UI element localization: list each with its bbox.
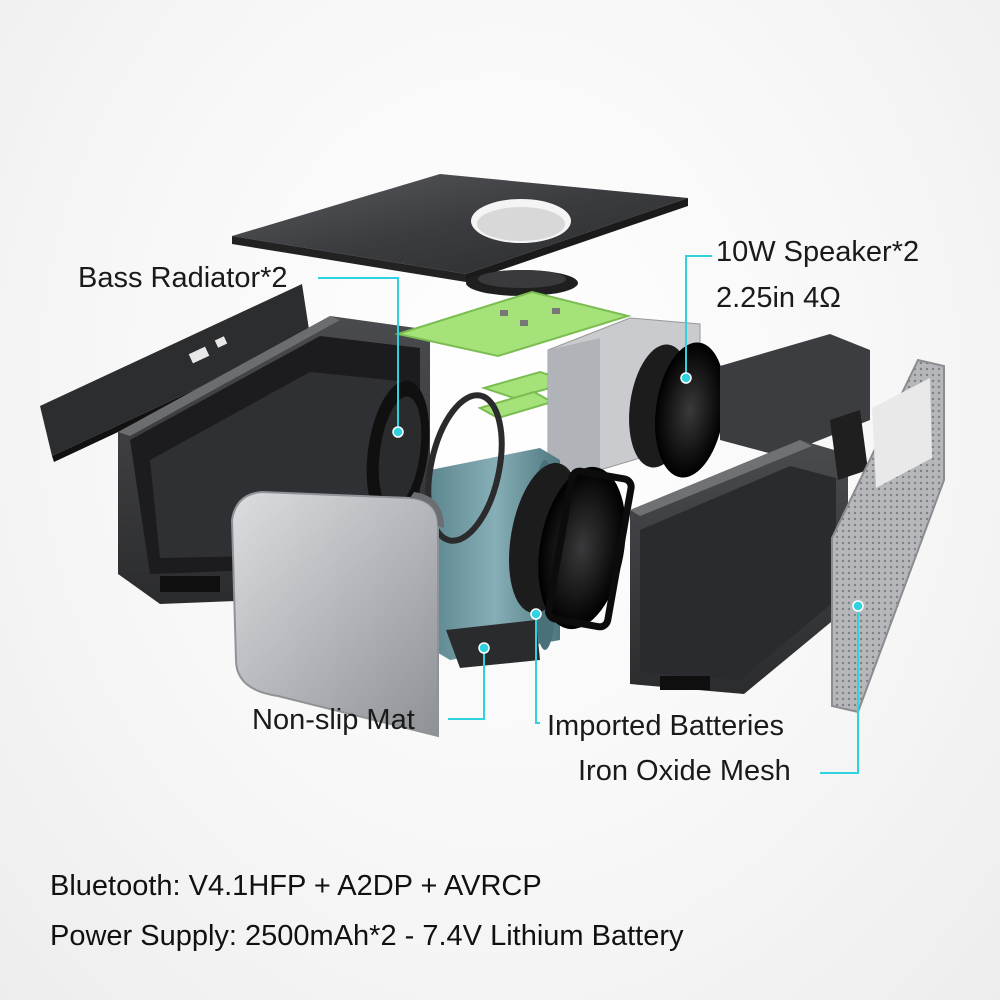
callout-line-batteries	[535, 614, 540, 724]
radiator-disc	[466, 270, 578, 296]
bass-radiator	[366, 380, 430, 524]
callout-dots	[392, 372, 864, 654]
callout-dot-icon	[852, 600, 864, 612]
callout-line-bass	[318, 277, 399, 432]
callout-line-speaker	[685, 255, 712, 378]
callout-dot-icon	[392, 426, 404, 438]
callout-lines	[318, 255, 859, 774]
label-speaker-spec: 2.25in 4Ω	[716, 282, 841, 314]
iron-oxide-mesh	[831, 358, 945, 714]
top-panel	[232, 174, 688, 282]
aluminum-end-plate	[230, 490, 444, 738]
front-driver	[509, 462, 635, 631]
right-housing	[630, 334, 870, 694]
spec-power-supply: Power Supply: 2500mAh*2 - 7.4V Lithium B…	[50, 920, 684, 952]
callout-dot-icon	[478, 642, 490, 654]
callout-line-mat	[448, 648, 485, 720]
callout-line-mesh	[820, 606, 859, 774]
label-speaker: 10W Speaker*2	[716, 236, 920, 268]
label-mesh: Iron Oxide Mesh	[578, 755, 791, 787]
end-cap	[830, 410, 868, 480]
rear-driver	[629, 342, 725, 478]
label-bass-radiator: Bass Radiator*2	[78, 262, 288, 294]
label-batteries: Imported Batteries	[547, 710, 784, 742]
label-non-slip-mat: Non-slip Mat	[252, 704, 415, 736]
callout-dot-icon	[530, 608, 542, 620]
spec-bluetooth: Bluetooth: V4.1HFP + A2DP + AVRCP	[50, 870, 542, 902]
callout-dot-icon	[680, 372, 692, 384]
speaker-ring	[425, 392, 505, 544]
